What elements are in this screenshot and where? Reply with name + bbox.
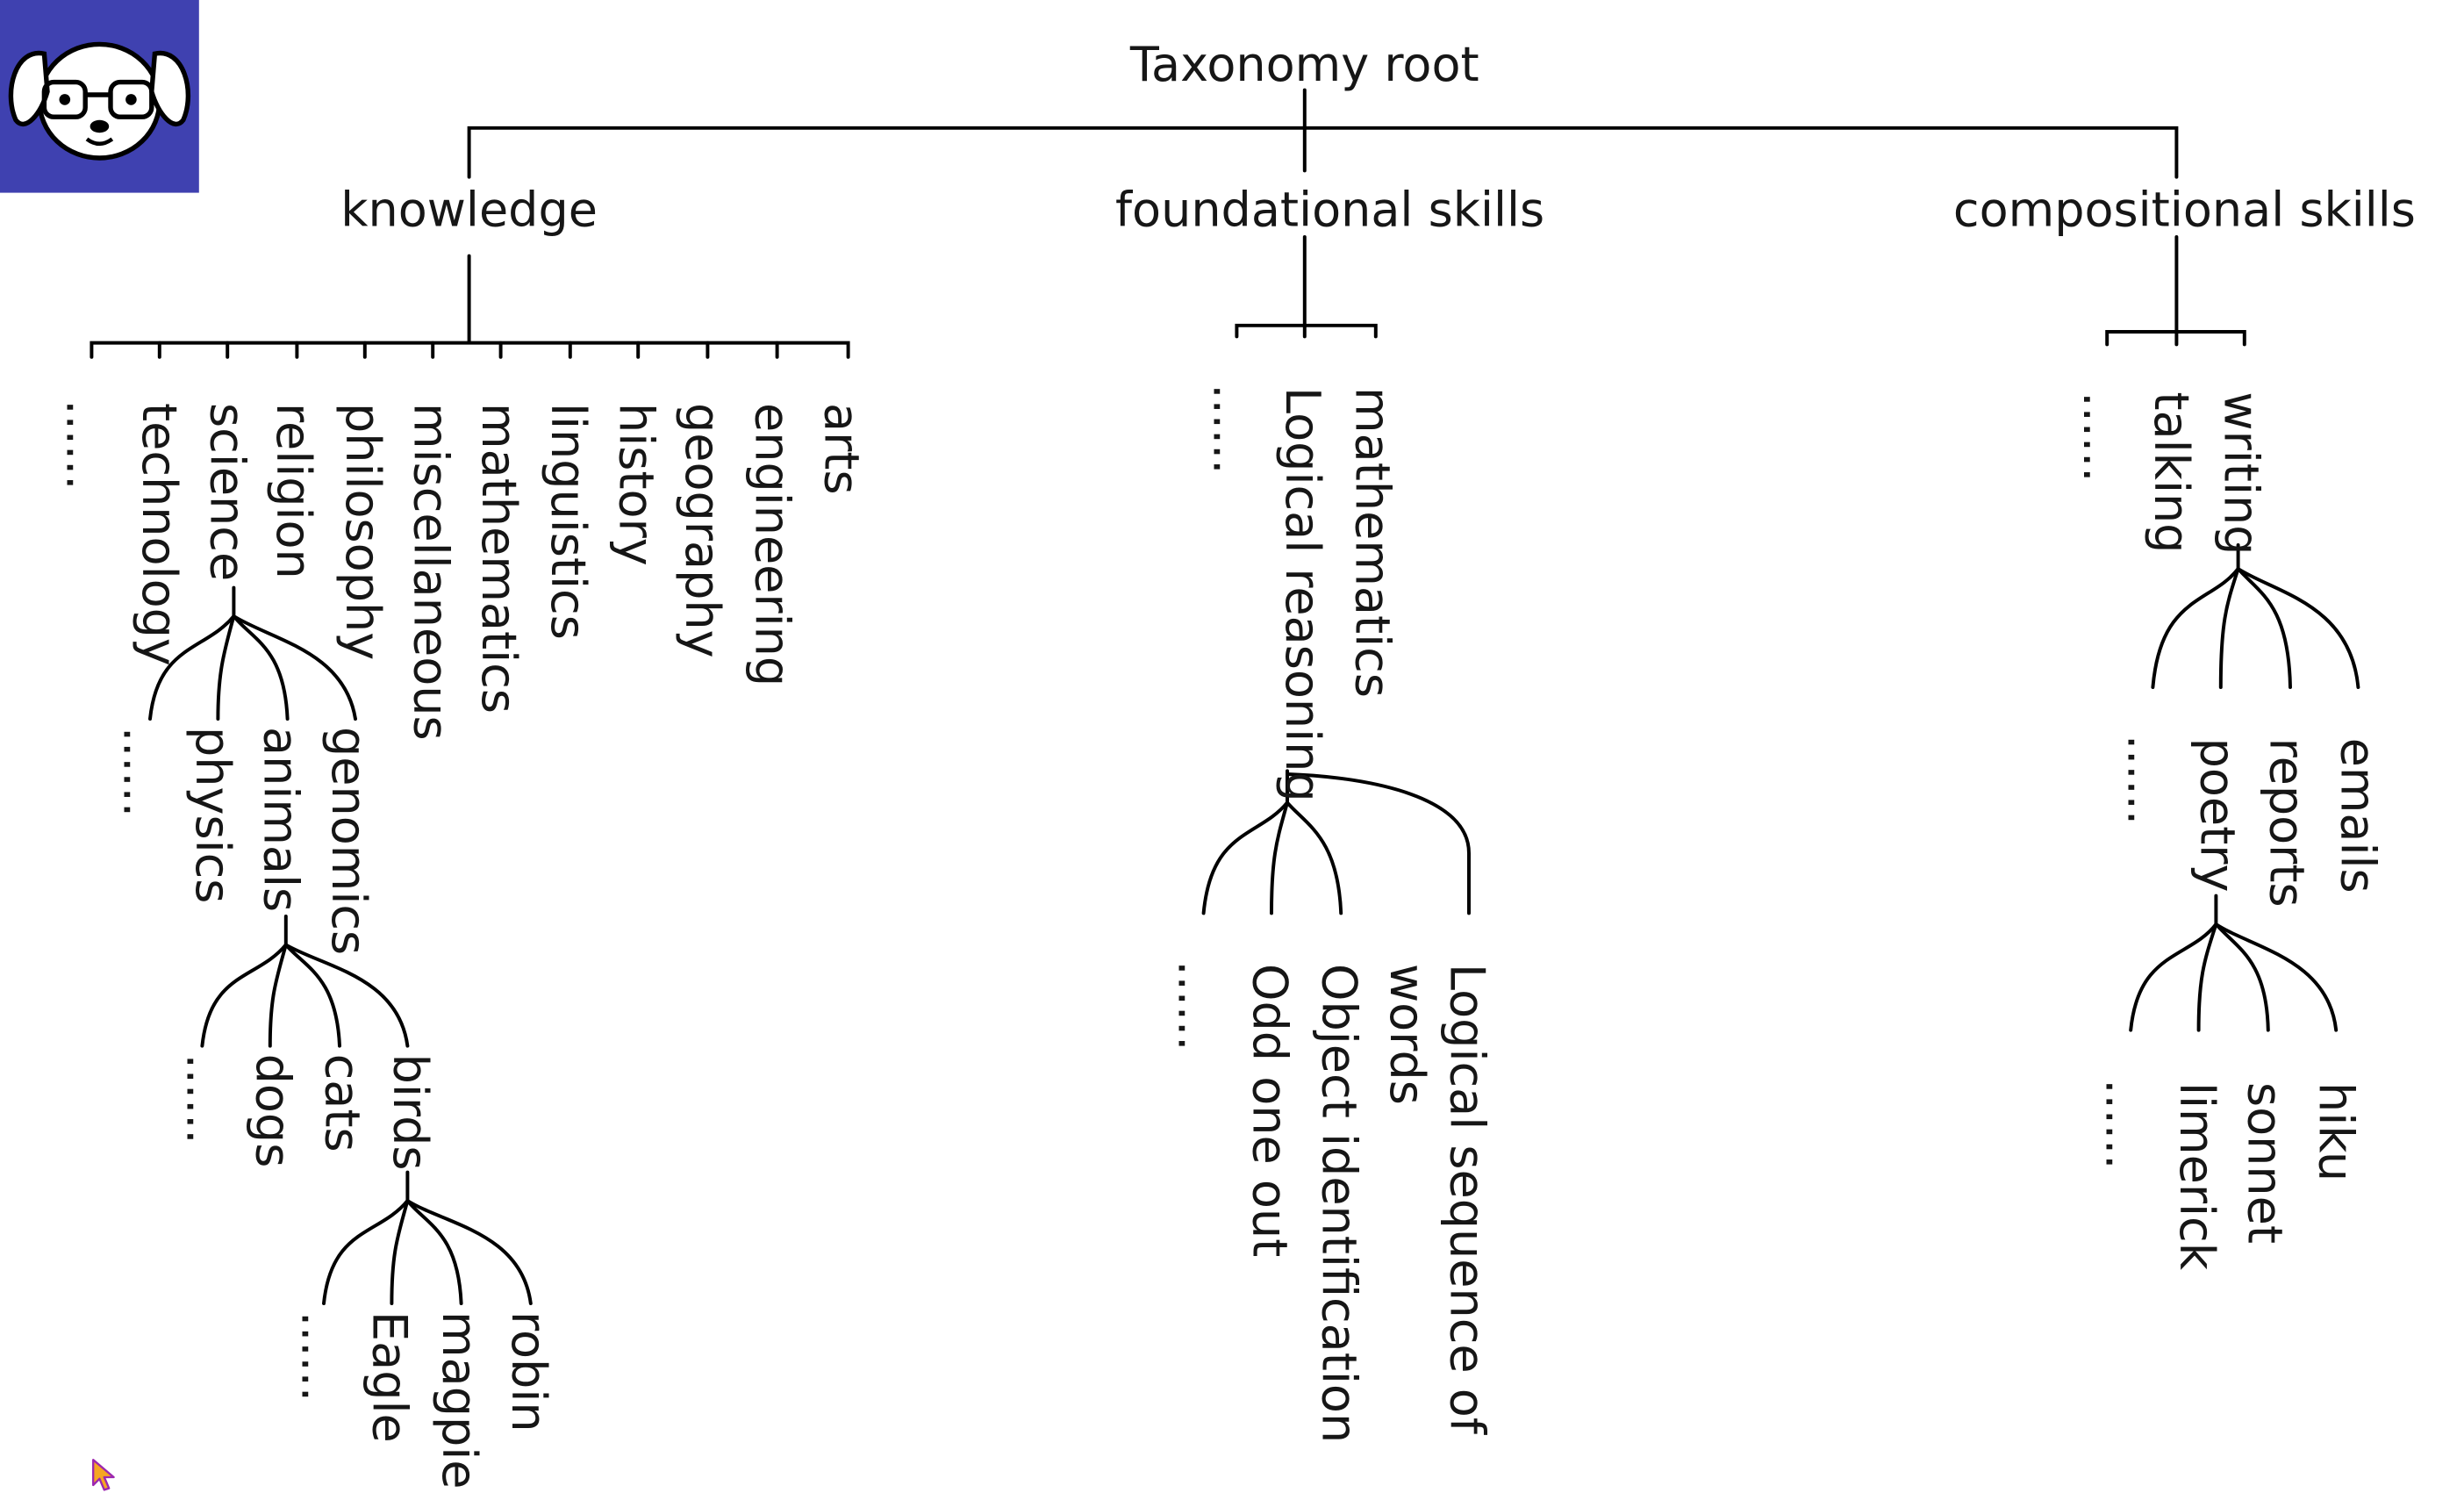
animals-item-dogs: dogs — [244, 1053, 300, 1168]
birds-item-eagle: Eagle — [361, 1311, 417, 1443]
foundational-item-logical-reasoning: Logical reasoning — [1273, 387, 1329, 802]
poetry-item-hiku: hiku — [2306, 1082, 2362, 1182]
knowledge-item-history: history — [607, 403, 663, 566]
dog-mascot-logo — [0, 0, 199, 193]
knowledge-item-religion: religion — [264, 403, 320, 579]
knowledge-item-geography: geography — [673, 403, 729, 658]
science-item-genomics: genomics — [319, 727, 376, 956]
knowledge-item-technology: technology — [130, 403, 186, 666]
birds-item-robin: robin — [499, 1311, 555, 1432]
knowledge-item-mathematics: mathematics — [469, 403, 526, 714]
animals-item-more: ...... — [174, 1053, 230, 1145]
poetry-item-more: ...... — [2093, 1079, 2149, 1170]
compositional-item-talking: talking — [2142, 391, 2198, 554]
dog-face-icon — [8, 41, 191, 161]
knowledge-item-engineering: engineering — [742, 403, 799, 687]
writing-item-emails: emails — [2329, 737, 2385, 894]
logical-item-object-identification: Object identification — [1310, 964, 1366, 1444]
birds-item-more: ...... — [290, 1311, 346, 1402]
logical-item-logical-sequence-line1: Logical sequence of — [1437, 964, 1493, 1434]
foundational-item-more: ...... — [1200, 384, 1257, 475]
logical-item-more: ...... — [1166, 960, 1222, 1052]
writing-item-poetry: poetry — [2188, 737, 2244, 893]
compositional-item-writing: writing — [2211, 391, 2267, 556]
science-item-animals: animals — [252, 727, 308, 913]
category-compositional-skills: compositional skills — [1952, 183, 2416, 239]
science-item-physics: physics — [183, 727, 240, 904]
root-node: Taxonomy root — [1129, 38, 1479, 94]
writing-item-reports: reports — [2258, 737, 2314, 908]
category-knowledge: knowledge — [340, 183, 598, 239]
poetry-item-sonnet: sonnet — [2235, 1082, 2291, 1245]
poetry-item-limerick: limerick — [2167, 1082, 2224, 1271]
science-item-more: ...... — [111, 727, 167, 817]
foundational-item-mathematics: mathematics — [1343, 387, 1399, 699]
animals-item-cats: cats — [313, 1053, 369, 1152]
logical-item-logical-sequence-line2: words — [1378, 964, 1434, 1105]
knowledge-item-miscellaneous: miscellaneous — [402, 403, 458, 741]
writing-item-more: ...... — [2116, 735, 2172, 825]
compositional-item-more: ...... — [2071, 391, 2127, 483]
category-foundational-skills: foundational skills — [1115, 183, 1545, 239]
knowledge-item-more: ...... — [54, 399, 111, 491]
birds-item-magpie: magpie — [430, 1311, 486, 1489]
logical-item-odd-one-out: Odd one out — [1240, 964, 1296, 1258]
knowledge-item-linguistics: linguistics — [539, 403, 595, 640]
knowledge-item-philosophy: philosophy — [333, 403, 390, 661]
animals-item-birds: birds — [381, 1053, 437, 1171]
knowledge-item-science: science — [197, 403, 254, 582]
knowledge-item-arts: arts — [813, 403, 869, 495]
